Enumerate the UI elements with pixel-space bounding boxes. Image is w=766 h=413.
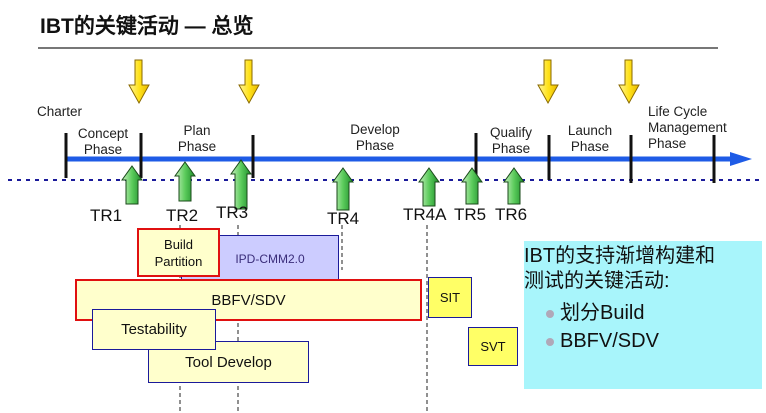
phase-qualify-line2: Phase xyxy=(491,141,531,156)
phase-concept-line2: Phase xyxy=(83,142,123,157)
phase-lifecycle-label: Life Cycle Management Phase xyxy=(648,104,727,152)
timeline-arrowhead xyxy=(730,152,752,166)
testability-box: Testability xyxy=(92,309,216,350)
bullet-dot-icon xyxy=(546,310,554,318)
phase-concept-line1: Concept xyxy=(77,126,129,141)
info-bullet-item: BBFV/SDV xyxy=(546,327,659,355)
phase-lifecycle-line2: Management xyxy=(648,120,727,135)
bbfv-sdv-label: BBFV/SDV xyxy=(211,291,286,309)
decision-point-arrow-icon xyxy=(618,59,640,105)
technical-review-arrow-icon xyxy=(418,167,440,207)
technical-review-arrow-icon xyxy=(503,167,525,205)
sit-box: SIT xyxy=(428,277,472,318)
phase-lifecycle-line1: Life Cycle xyxy=(648,104,708,119)
phase-launch-line2: Phase xyxy=(570,139,610,154)
build-partition-line2: Partition xyxy=(154,253,203,269)
build-partition-line1: Build xyxy=(164,236,193,252)
technical-review-arrow-icon xyxy=(230,159,252,210)
sit-label: SIT xyxy=(439,290,461,305)
info-bullet-text: 划分Build xyxy=(560,302,645,324)
info-heading: IBT的支持渐增构建和 测试的关键活动: xyxy=(524,244,715,294)
tr2-label: TR2 xyxy=(166,206,199,225)
tr4a-label: TR4A xyxy=(403,205,447,224)
phase-plan-line1: Plan xyxy=(183,123,211,138)
phase-develop-label: Develop Phase xyxy=(340,122,410,154)
info-bullet-text: BBFV/SDV xyxy=(560,330,659,352)
bullet-dot-icon xyxy=(546,338,554,346)
page-title: IBT的关键活动 — 总览 xyxy=(40,15,254,38)
phase-qualify-label: Qualify Phase xyxy=(482,125,540,157)
phase-lifecycle-line3: Phase xyxy=(648,136,687,151)
technical-review-arrow-icon xyxy=(461,167,483,205)
ipd-cmm-label: IPD-CMM2.0 xyxy=(235,252,305,266)
phase-plan-label: Plan Phase xyxy=(165,123,229,155)
phase-develop-line2: Phase xyxy=(355,138,395,153)
build-partition-box: Build Partition xyxy=(137,228,220,277)
tr1-label: TR1 xyxy=(90,206,123,225)
tr6-label: TR6 xyxy=(495,205,528,224)
technical-review-arrow-icon xyxy=(332,167,354,211)
info-heading-line2: 测试的关键活动: xyxy=(524,270,670,292)
phase-launch-label: Launch Phase xyxy=(560,123,620,155)
phase-concept-label: Concept Phase xyxy=(70,126,136,158)
decision-point-arrow-icon xyxy=(537,59,559,105)
info-heading-line1: IBT的支持渐增构建和 xyxy=(524,245,716,267)
phase-qualify-line1: Qualify xyxy=(489,125,533,140)
tool-develop-label: Tool Develop xyxy=(185,353,272,371)
tr4-label: TR4 xyxy=(327,209,360,228)
phase-plan-line2: Phase xyxy=(177,139,217,154)
phase-develop-line1: Develop xyxy=(350,122,400,137)
tr3-label: TR3 xyxy=(216,203,249,222)
svt-box: SVT xyxy=(468,327,518,366)
info-callout: IBT的支持渐增构建和 测试的关键活动: 划分Build BBFV/SDV xyxy=(524,241,762,389)
info-bullet-item: 划分Build xyxy=(546,299,659,327)
title-divider xyxy=(38,47,718,49)
svt-label: SVT xyxy=(480,339,506,354)
technical-review-arrow-icon xyxy=(174,161,196,202)
testability-label: Testability xyxy=(121,321,187,338)
info-bullet-list: 划分Build BBFV/SDV xyxy=(546,299,659,355)
technical-review-arrow-icon xyxy=(121,165,143,205)
decision-point-arrow-icon xyxy=(238,59,260,105)
phase-launch-line1: Launch xyxy=(567,123,613,138)
tr5-label: TR5 xyxy=(454,205,487,224)
charter-label: Charter xyxy=(37,104,83,119)
decision-point-arrow-icon xyxy=(128,59,150,105)
